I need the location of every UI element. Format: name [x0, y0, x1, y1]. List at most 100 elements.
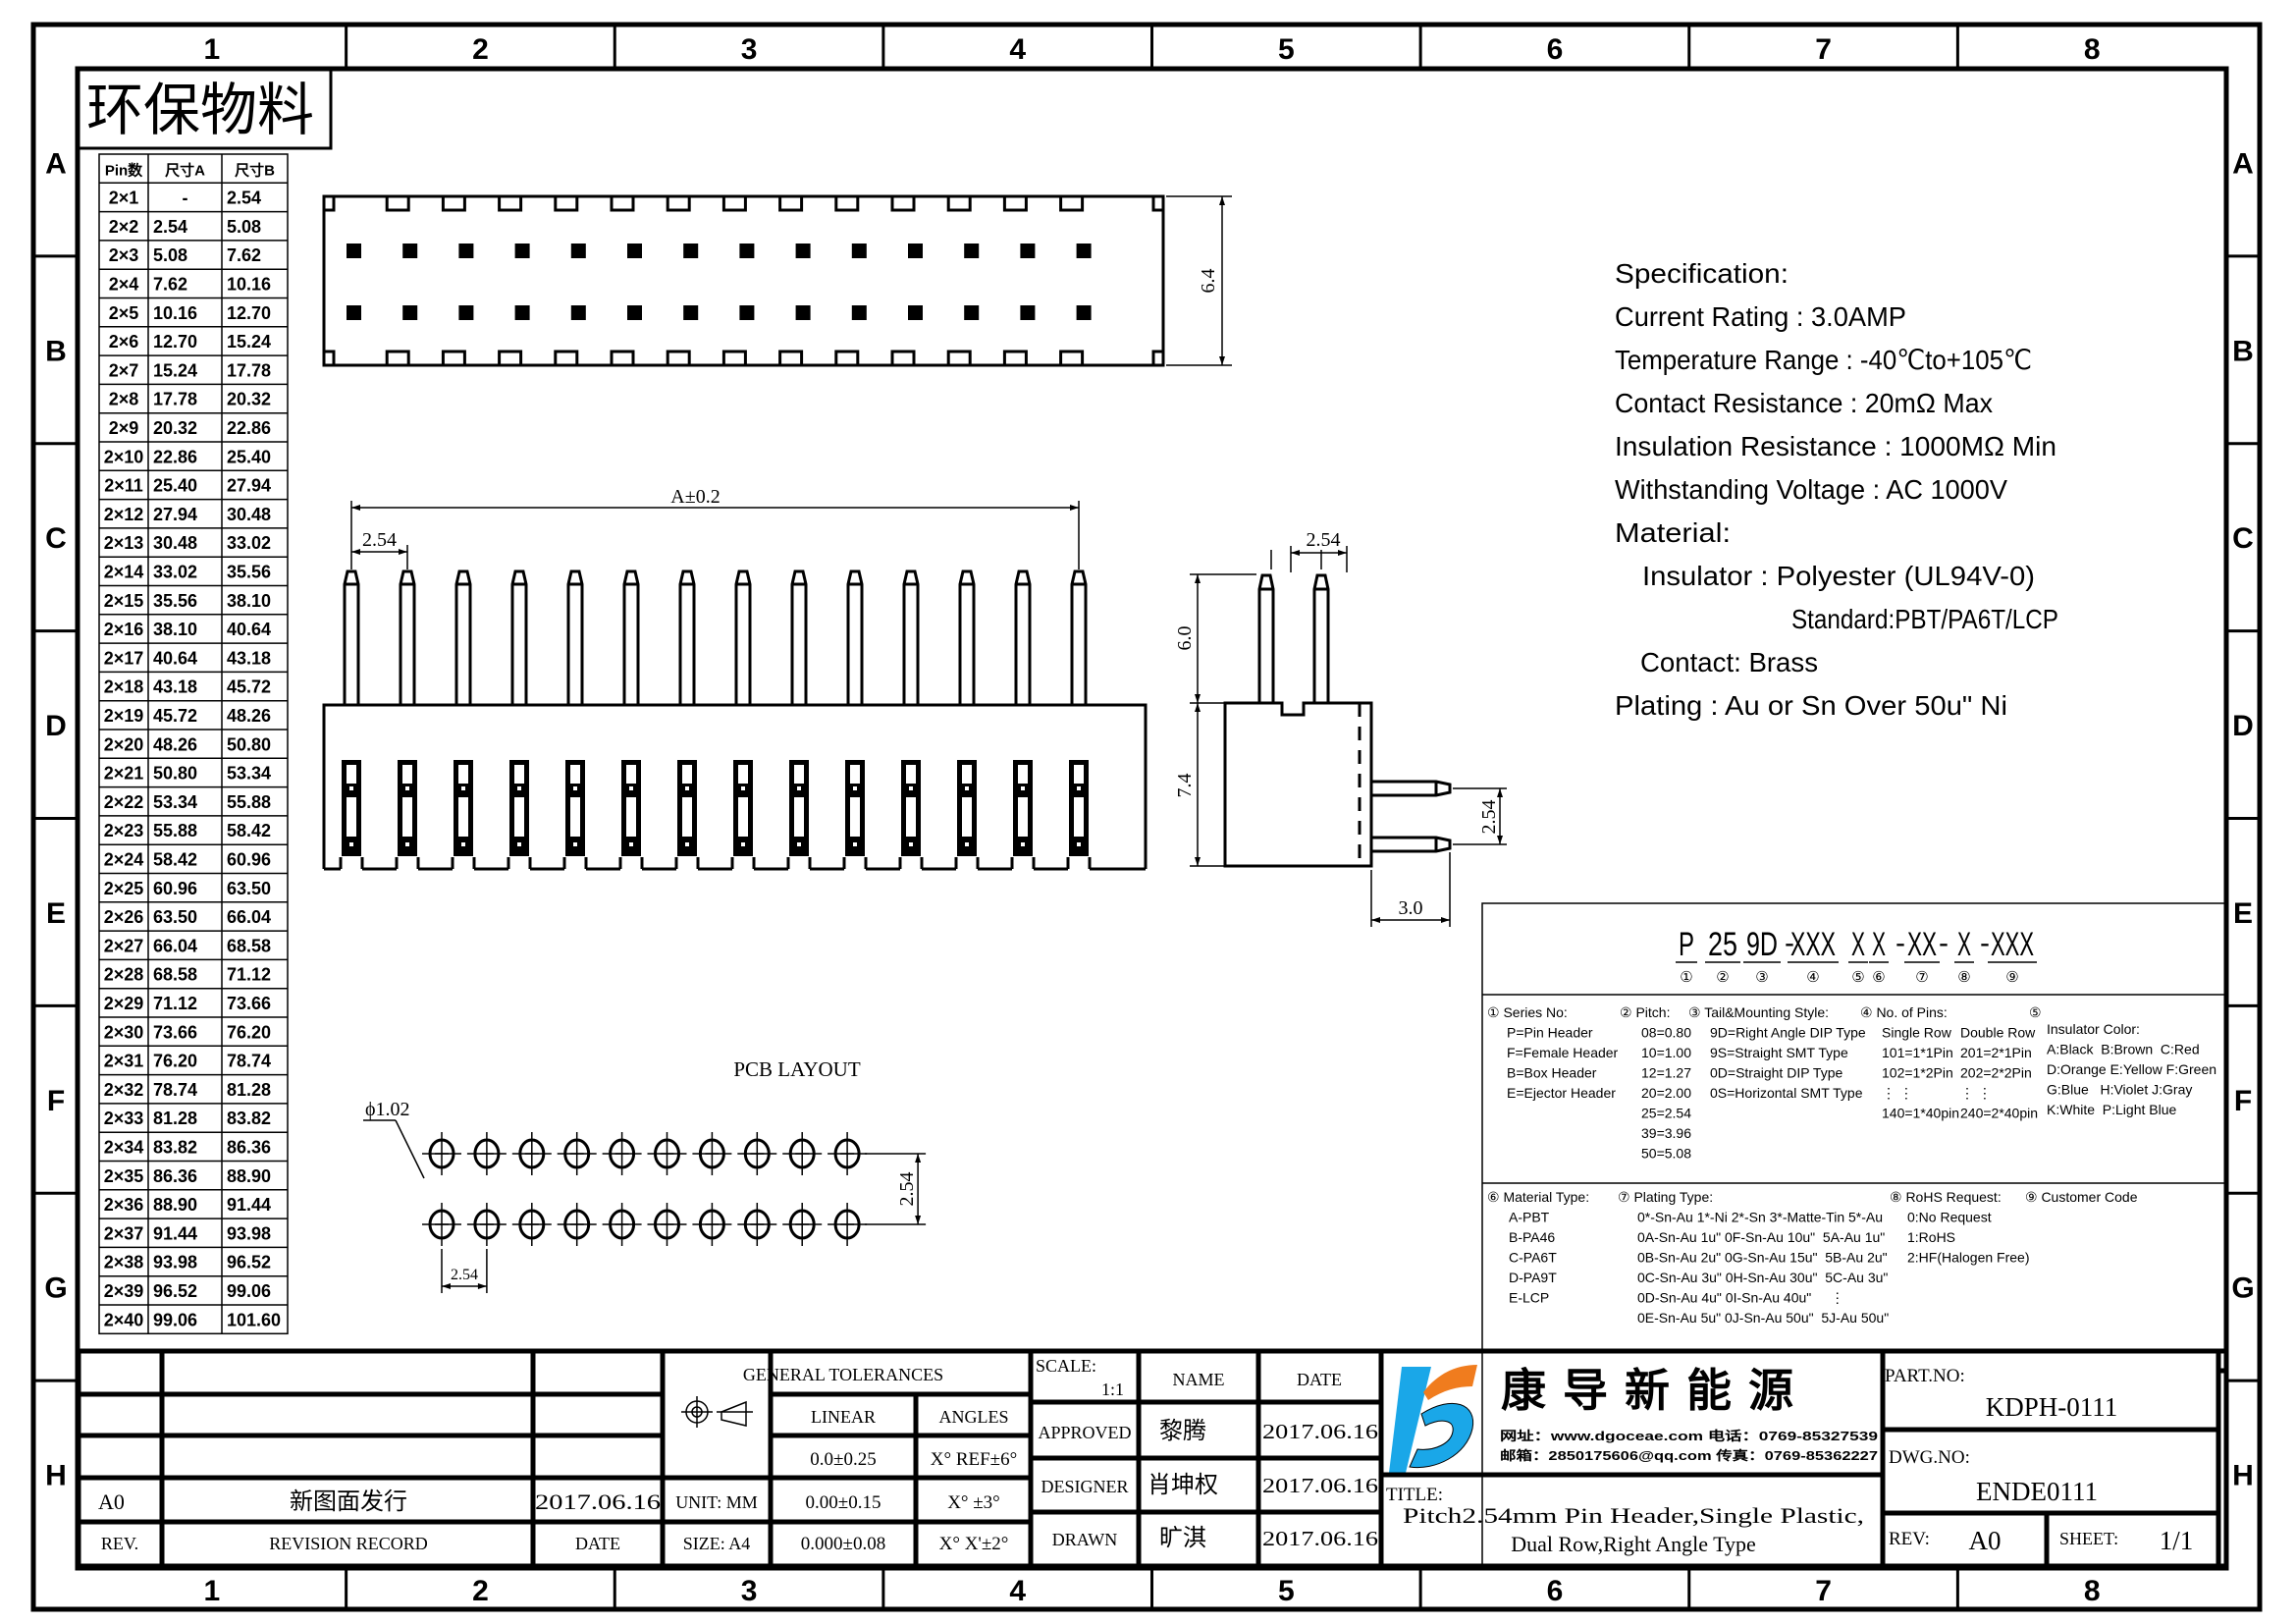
title-line-1: Pitch2.54mm Pin Header,Single Plastic, [1403, 1503, 1864, 1528]
side-view: 2.546.07.42.543.0 [1174, 529, 1507, 927]
scale-value: 1:1 [1101, 1380, 1124, 1399]
table-cell: 2×37 [104, 1223, 144, 1243]
pin-square [683, 305, 699, 320]
contact-window-inner [570, 797, 580, 837]
table-cell: 68.58 [227, 936, 271, 955]
spec-insulator: Insulator : Polyester (UL94V-0) [1642, 561, 2035, 591]
pin-square [402, 244, 418, 258]
table-cell: 2×28 [104, 965, 144, 985]
dwg-no-label: DWG.NO: [1889, 1447, 1970, 1468]
spec-line: Current Rating : 3.0AMP [1615, 301, 1906, 332]
bottom-notch [385, 350, 410, 367]
logo-blue-stroke [1389, 1367, 1431, 1473]
table-border [98, 153, 289, 1335]
pin-square [1020, 305, 1036, 320]
spec-plating: Plating : Au or Sn Over 50u" Ni [1615, 690, 2007, 721]
zone-column-top: 4 [1009, 33, 1026, 66]
table-cell: 2×29 [104, 994, 144, 1013]
date-header: DATE [1297, 1370, 1342, 1389]
rev-value: A0 [1969, 1526, 2002, 1555]
table-cell: 20.32 [153, 418, 197, 438]
company-logo: 康导新能源网址：www.dgoceae.com 电话：0769-85327539… [1389, 1365, 1878, 1473]
signer-date: 2017.06.16 [1262, 1527, 1378, 1550]
part-code-segment: X⑥ [1869, 926, 1889, 986]
size-label: SIZE: A4 [683, 1534, 751, 1553]
logo-orange-swoosh [1423, 1365, 1477, 1400]
part-code-separator: - [1896, 927, 1905, 959]
legend-material-item: D-PA9T [1509, 1270, 1557, 1285]
table-cell: 2×36 [104, 1195, 144, 1215]
table-cell: 38.10 [153, 620, 197, 639]
legend-tail-item: 9S=Straight SMT Type [1710, 1045, 1848, 1060]
legend-color-item: A:Black B:Brown C:Red [2047, 1042, 2200, 1057]
legend-rohs-item: 2:HF(Halogen Free) [1907, 1250, 2030, 1266]
top-notch [322, 194, 336, 212]
dim-label-hole: ϕ1.02 [365, 1099, 410, 1120]
dimension-arrow [1219, 356, 1225, 365]
part-code-segment: P① [1676, 926, 1697, 986]
top-notch [890, 194, 916, 212]
table-cell: 2×33 [104, 1109, 144, 1128]
table-cell: 30.48 [153, 533, 197, 553]
signer-role: APPROVED [1038, 1423, 1131, 1442]
table-cell: 40.64 [153, 648, 197, 668]
zone-column-bottom: 3 [741, 1575, 758, 1607]
table-cell: 5.08 [153, 245, 187, 265]
table-cell: 35.56 [153, 591, 197, 611]
table-cell: 17.78 [227, 360, 271, 380]
dimension-arrow [915, 1216, 922, 1224]
legend-pins-single: ⋮ ⋮ [1882, 1085, 1913, 1101]
pin-square [1020, 244, 1036, 258]
contact-window-inner [570, 765, 580, 784]
table-cell: 2×15 [104, 591, 144, 611]
side-pin-vertical [1257, 573, 1275, 703]
contact-window-inner [626, 797, 636, 837]
table-cell: 25.40 [153, 476, 197, 496]
pin-tail [622, 569, 640, 705]
top-notch [834, 194, 860, 212]
legend-pins-header: Single Row [1882, 1025, 1952, 1041]
rev-label: REV: [1889, 1529, 1930, 1549]
pin-tail [399, 569, 416, 705]
tolerance-angle-value: X° REF±6° [931, 1449, 1017, 1470]
dimension-arrow [915, 1154, 922, 1163]
table-cell: 2×34 [104, 1138, 144, 1158]
zone-column-bottom: 2 [472, 1575, 489, 1607]
dim-label-side-pitch: 2.54 [1307, 529, 1341, 551]
legend-pins-double: ⋮ ⋮ [1960, 1085, 1992, 1101]
table-cell: 2×4 [109, 275, 139, 295]
scale-label: SCALE: [1036, 1356, 1096, 1376]
signer-name: 黎腾 [1159, 1418, 1206, 1444]
contact-dot [405, 786, 409, 790]
zone-row-right: E [2233, 897, 2253, 930]
specification-block: Specification:Current Rating : 3.0AMPTem… [1615, 258, 2058, 721]
contact-dot [909, 786, 913, 790]
pin-tail [566, 569, 584, 705]
table-cell: 33.02 [153, 563, 197, 582]
dimension-arrow [351, 549, 360, 555]
company-contact-line: 网址：www.dgoceae.com 电话：0769-85327539 [1500, 1429, 1878, 1443]
dwg-no-value: ENDE0111 [1976, 1477, 2098, 1506]
zone-row-right: A [2232, 147, 2254, 180]
table-cell: 2×21 [104, 764, 144, 784]
signer-date: 2017.06.16 [1262, 1420, 1378, 1443]
revision-rev: A0 [98, 1489, 125, 1514]
bottom-notch [778, 350, 804, 367]
zone-column-bottom: 6 [1547, 1575, 1564, 1607]
zone-column-top: 5 [1278, 33, 1295, 66]
part-no-value: KDPH-0111 [1986, 1392, 2118, 1422]
contact-window-inner [850, 797, 860, 837]
part-code-separator: - [1980, 927, 1990, 959]
signer-name: 旷淇 [1159, 1525, 1206, 1551]
eco-material-label: 环保物料 [77, 68, 333, 150]
